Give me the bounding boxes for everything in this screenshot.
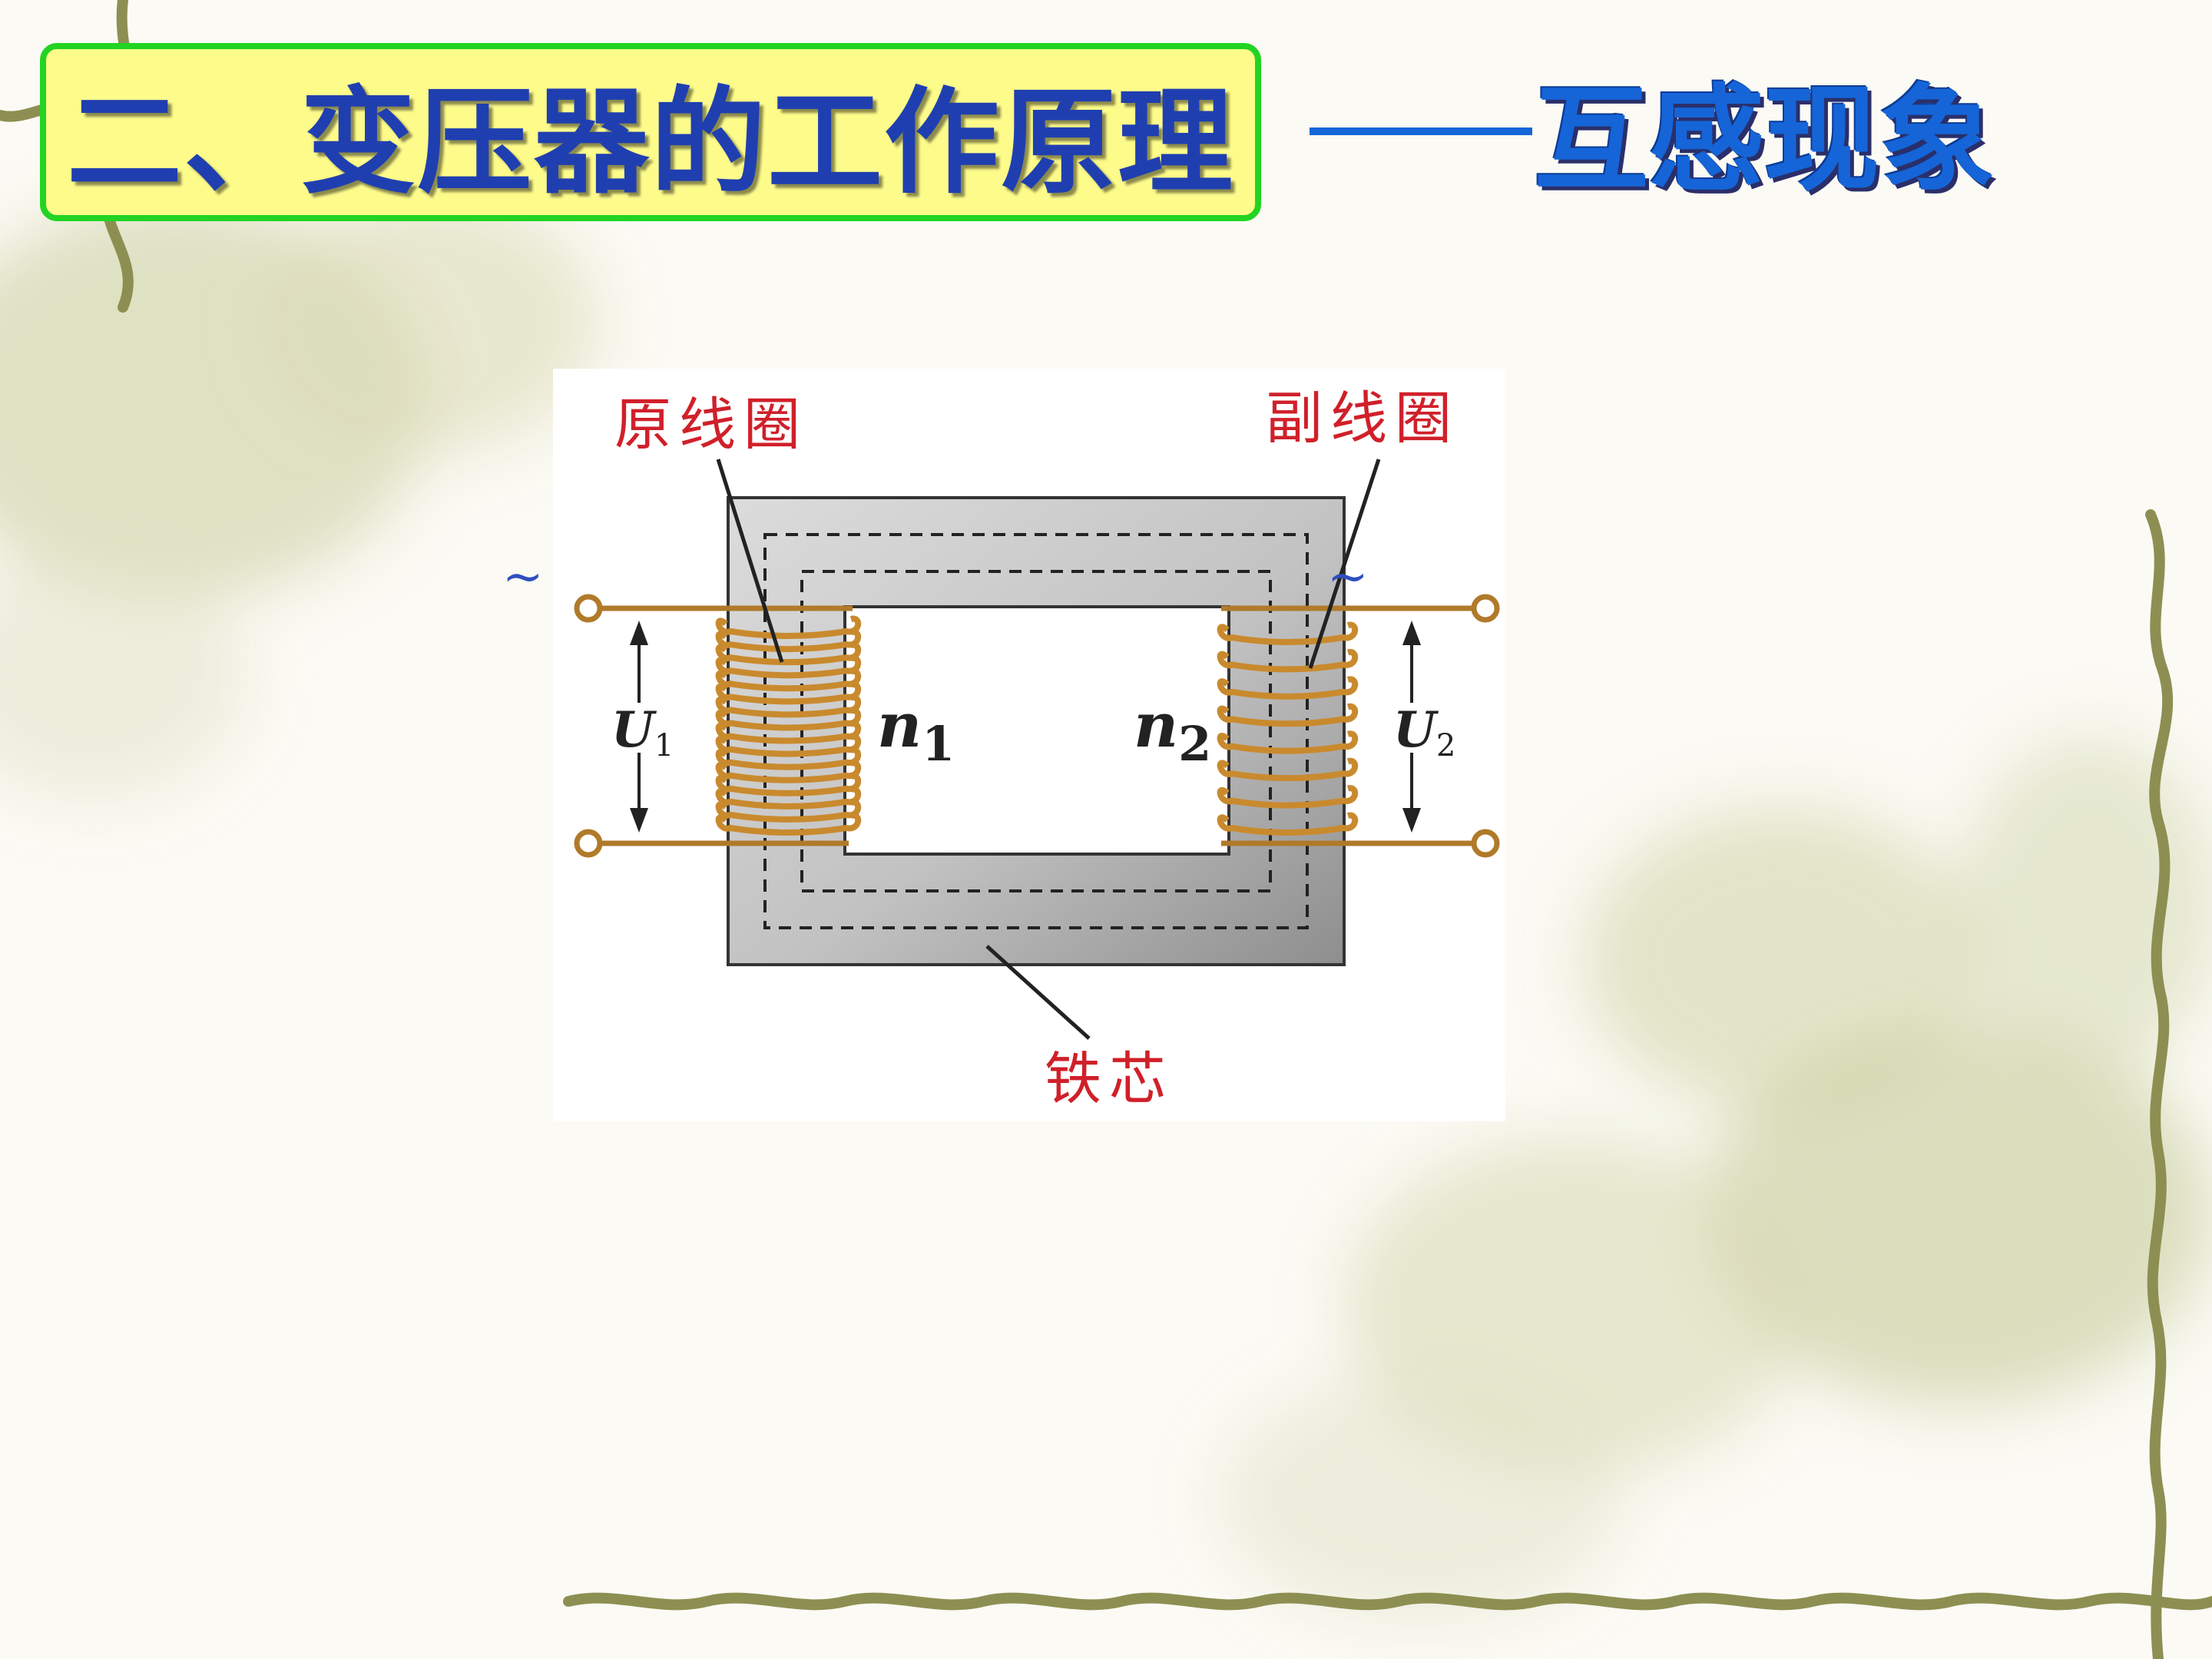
secondary-coil-turn bbox=[1217, 649, 1358, 673]
title-box: 二、变压器的工作原理 bbox=[40, 43, 1261, 221]
n1-sub: 1 bbox=[922, 716, 955, 772]
primary-coil-turn bbox=[715, 747, 861, 770]
u1-main: U bbox=[611, 701, 657, 759]
diagram-panel bbox=[553, 369, 1505, 1121]
primary-coil-turn bbox=[715, 773, 861, 796]
n2-main: n bbox=[1134, 689, 1178, 761]
blurred-leaves-decoration bbox=[0, 192, 2212, 1621]
iron-core-label: 铁芯 bbox=[1045, 1046, 1174, 1112]
primary-coil-turn bbox=[715, 733, 861, 757]
u2-arrow bbox=[1402, 621, 1421, 833]
iron-core bbox=[727, 496, 1346, 966]
secondary-circuit bbox=[1221, 605, 1475, 846]
subtitle-dash bbox=[1310, 127, 1532, 135]
primary-coil bbox=[715, 615, 861, 836]
secondary-coil-turn bbox=[1217, 757, 1358, 782]
n1-label: n1 bbox=[877, 689, 955, 772]
primary-circuit bbox=[599, 605, 853, 846]
n1-main: n bbox=[877, 689, 922, 761]
primary-terminal-top bbox=[574, 594, 603, 623]
primary-coil-turn bbox=[715, 694, 861, 718]
primary-terminal-bottom bbox=[574, 829, 603, 858]
primary-coil-turn bbox=[715, 786, 861, 810]
primary-coil-turn bbox=[715, 667, 861, 692]
primary-coil-turn bbox=[715, 812, 861, 836]
u1-sub: 1 bbox=[654, 728, 674, 763]
ac-symbol-left: ~ bbox=[502, 548, 544, 605]
primary-coil-turn bbox=[715, 720, 861, 744]
u2-label: U2 bbox=[1393, 701, 1455, 763]
secondary-terminal-bottom bbox=[1471, 829, 1500, 858]
secondary-coil-turn bbox=[1217, 812, 1358, 836]
primary-coil-turn bbox=[715, 760, 861, 783]
primary-coil-turn bbox=[715, 654, 861, 679]
primary-coil-turn bbox=[715, 707, 861, 731]
secondary-coil-label: 副线圈 bbox=[1266, 386, 1459, 452]
subtitle-text: 互感现象 bbox=[1534, 73, 1995, 207]
u2-main: U bbox=[1393, 701, 1439, 759]
u1-label: U1 bbox=[611, 701, 674, 763]
primary-coil-turn bbox=[715, 615, 861, 639]
secondary-coil-turn bbox=[1217, 785, 1358, 809]
n2-label: n2 bbox=[1134, 689, 1211, 772]
page-title: 二、变压器的工作原理 bbox=[66, 75, 1234, 210]
flux-path-outer bbox=[763, 533, 1309, 929]
secondary-coil-turn bbox=[1217, 703, 1358, 727]
secondary-terminal-top bbox=[1471, 594, 1500, 623]
subtitle: 互感现象 bbox=[1310, 65, 1995, 207]
flux-path-inner bbox=[800, 570, 1272, 892]
secondary-coil-turn bbox=[1217, 730, 1358, 754]
secondary-coil-turn bbox=[1217, 621, 1358, 645]
ac-symbol-right: ~ bbox=[1327, 548, 1369, 605]
primary-coil-turn bbox=[715, 641, 861, 666]
secondary-coil bbox=[1217, 621, 1358, 836]
primary-coil-turn bbox=[715, 799, 861, 823]
leader-lines bbox=[716, 459, 1381, 1040]
primary-coil-turn bbox=[715, 628, 861, 653]
n2-sub: 2 bbox=[1178, 716, 1211, 772]
u1-arrow bbox=[630, 621, 648, 833]
u2-sub: 2 bbox=[1436, 728, 1455, 763]
primary-coil-turn bbox=[715, 681, 861, 705]
secondary-coil-turn bbox=[1217, 676, 1358, 700]
primary-coil-label: 原线圈 bbox=[614, 392, 808, 458]
